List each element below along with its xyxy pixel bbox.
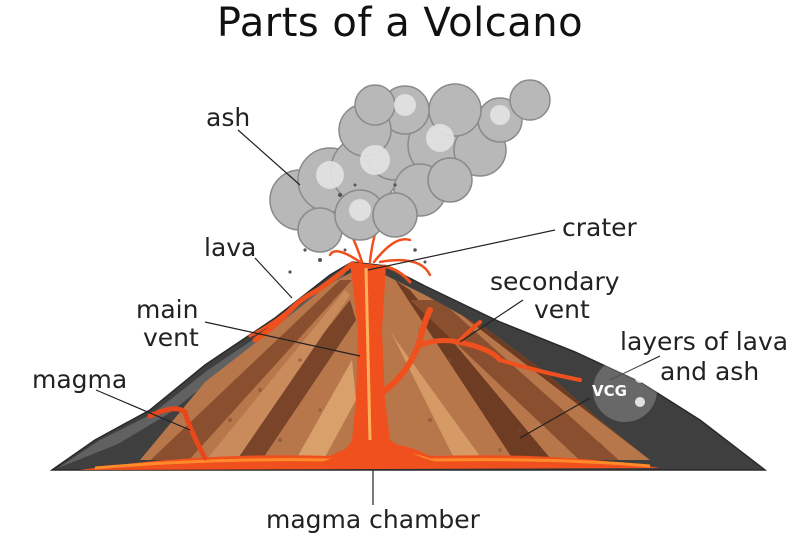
label-lava: lava <box>204 233 257 262</box>
ash-cloud <box>269 79 551 253</box>
watermark-logo-text: VCG <box>592 382 627 400</box>
ash-particles <box>288 183 427 274</box>
watermark-logo <box>593 358 657 422</box>
label-crater: crater <box>562 213 637 242</box>
lava-flow-right <box>382 264 412 284</box>
label-layers-line2: and ash <box>660 357 760 386</box>
label-leader-lines <box>95 129 661 505</box>
label-main-vent-line2: vent <box>143 323 199 352</box>
diagram-title: Parts of a Volcano <box>216 0 584 46</box>
secondary-vent <box>380 307 433 395</box>
watermark-id: VCG211319078051 <box>672 391 770 402</box>
lava-eruption <box>328 216 432 277</box>
label-magma-chamber: magma chamber <box>266 505 480 534</box>
label-secondary-vent-line1: secondary <box>490 267 620 296</box>
main-vent <box>300 262 460 466</box>
label-secondary-vent-line2: vent <box>534 295 590 324</box>
label-main-vent-line1: main <box>136 295 199 324</box>
label-magma: magma <box>32 365 128 394</box>
magma-branch <box>147 406 208 461</box>
label-ash: ash <box>206 103 251 132</box>
label-layers-line1: layers of lava <box>620 327 789 356</box>
